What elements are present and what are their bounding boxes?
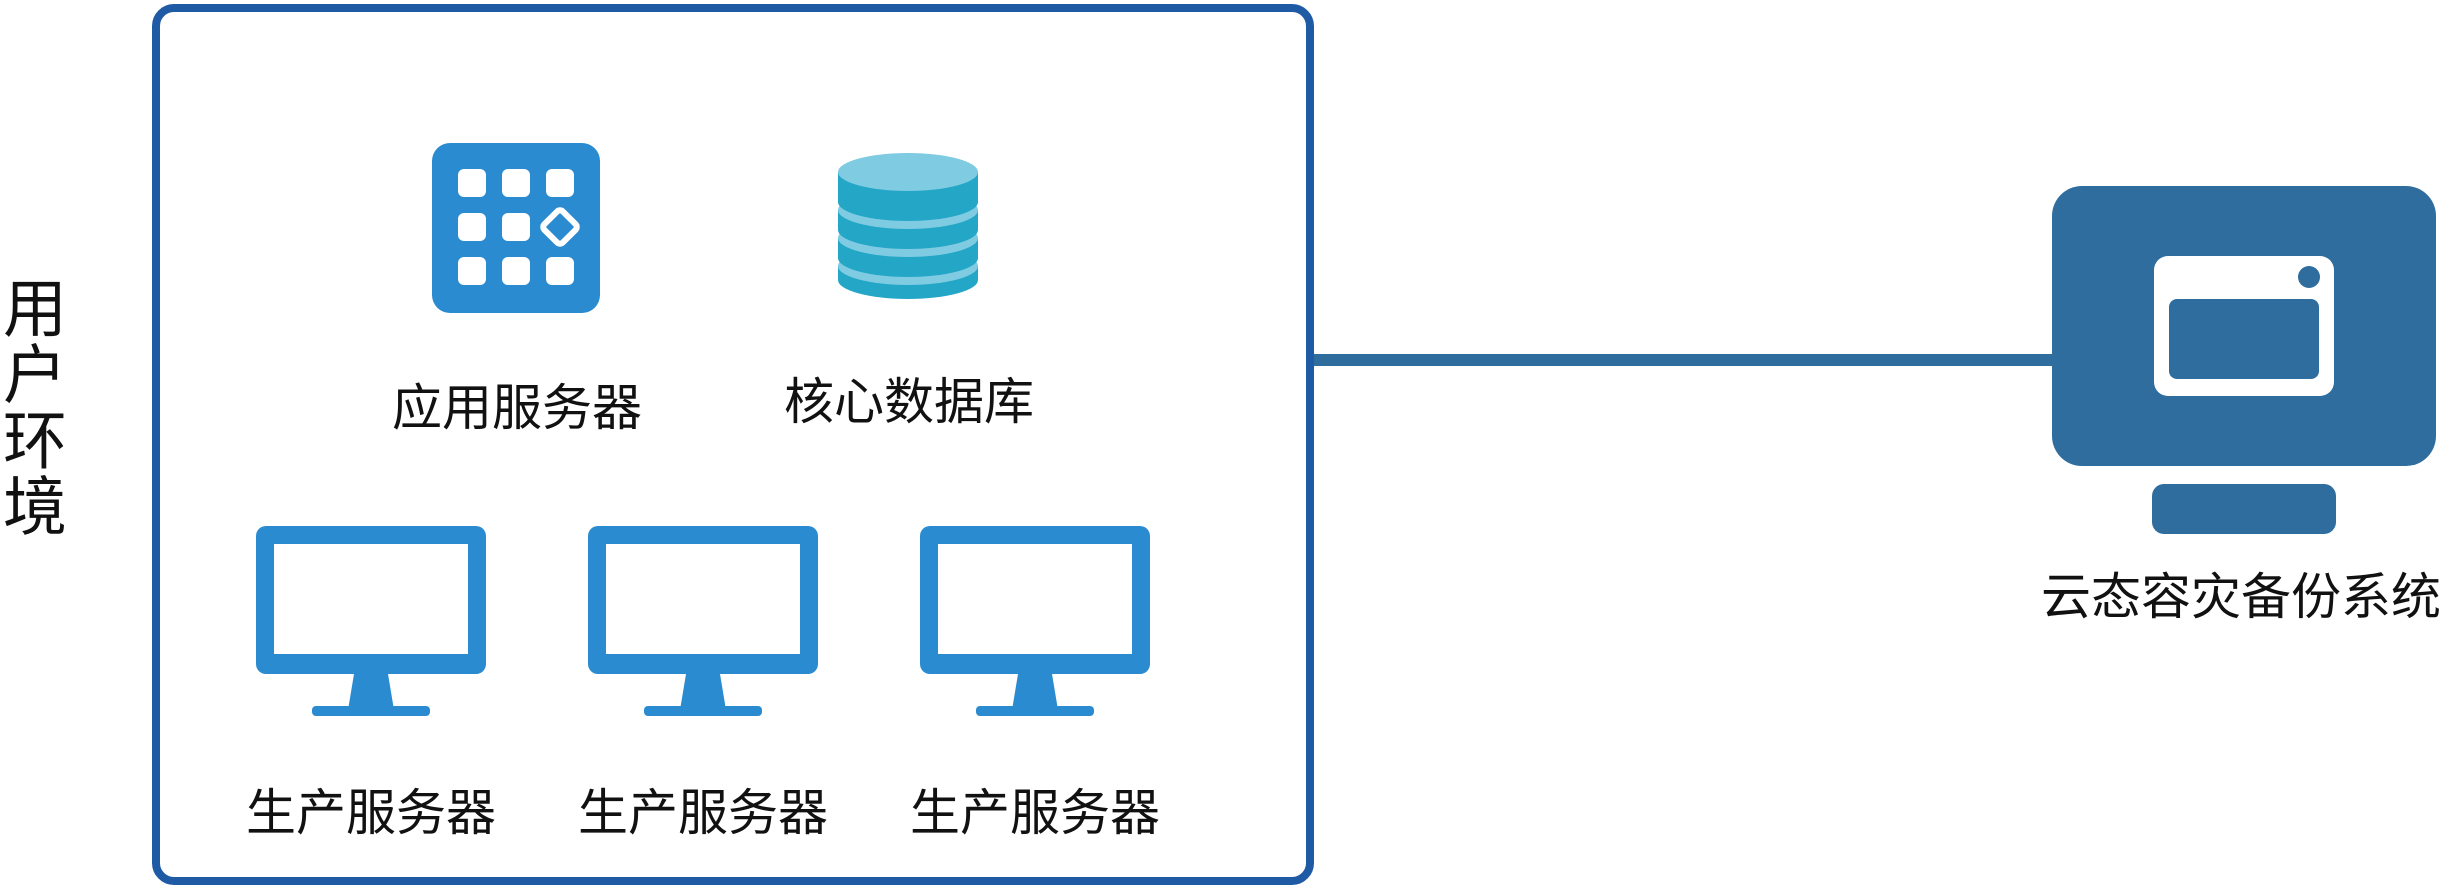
backup-system-label: 云态容灾备份系统 (2041, 568, 2441, 626)
app-server-label: 应用服务器 (392, 379, 642, 437)
monitor-icon (920, 526, 1150, 716)
production-server-label-2: 生产服务器 (578, 784, 828, 842)
app-grid-icon (432, 143, 600, 313)
monitor-icon (256, 526, 486, 716)
database-icon (838, 153, 978, 299)
connection-line (1314, 354, 2056, 366)
user-environment-box (152, 4, 1314, 885)
production-server-label-1: 生产服务器 (246, 784, 496, 842)
environment-label: 用户环境 (0, 275, 66, 539)
production-server-label-3: 生产服务器 (910, 784, 1160, 842)
backup-terminal-icon (2052, 186, 2436, 534)
core-db-label: 核心数据库 (784, 373, 1034, 431)
monitor-icon (588, 526, 818, 716)
